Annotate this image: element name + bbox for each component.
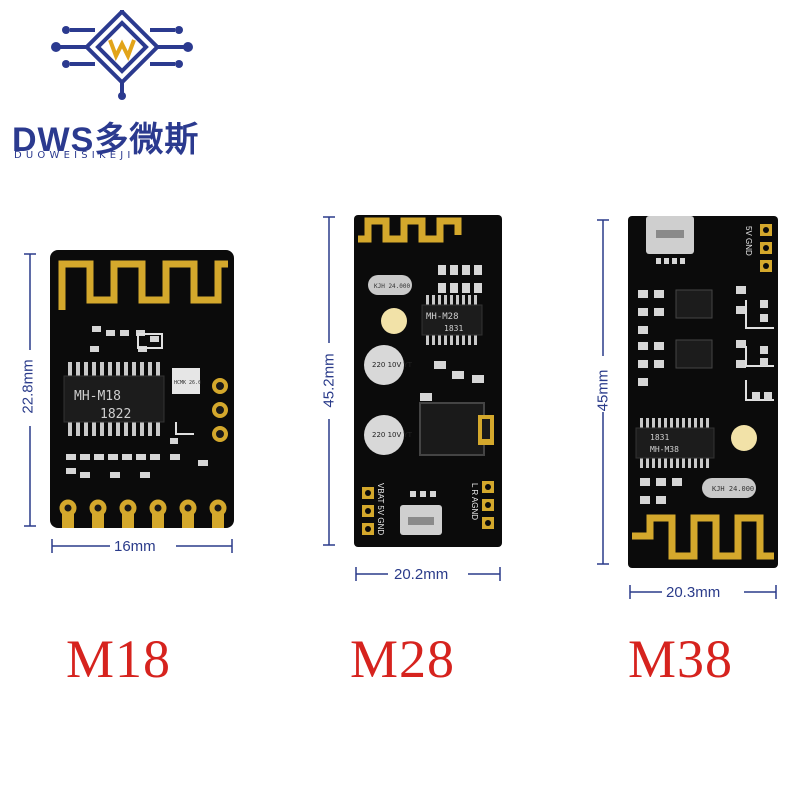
m28-width-dimension — [355, 564, 501, 584]
board-m38: 5V GND 1831 MH-M38 KJH 24.000 — [628, 216, 778, 568]
m28-pins-right: L R AGND — [470, 483, 479, 520]
m28-width-label: 20.2mm — [394, 566, 449, 583]
m18-model-label: M18 — [66, 629, 172, 689]
board-m28: KJH 24.000 MH-M28 1831 220 10V YT 220 10… — [354, 215, 502, 547]
brand-name: DWS多微斯 — [12, 121, 200, 159]
m38-chip-label: MH-M38 — [650, 445, 679, 454]
circuit-logo-icon — [51, 10, 193, 100]
m28-height-dimension — [319, 216, 339, 546]
m28-chip-label: MH-M28 — [426, 312, 459, 322]
m18-width-dimension — [51, 536, 233, 556]
m38-pins-label: 5V GND — [744, 226, 753, 256]
m18-crystal-label: HCMK 26.0 — [174, 380, 201, 386]
m38-width-dimension — [629, 582, 777, 602]
m28-model-label: M28 — [350, 629, 456, 689]
m38-height-dimension — [593, 219, 613, 565]
m18-chip-label: MH-M18 — [74, 389, 121, 404]
m28-chip-code: 1831 — [444, 324, 463, 333]
m18-height-label: 22.8mm — [19, 359, 37, 414]
m28-pins-left: VBAT 5V GND — [376, 483, 385, 535]
m38-chip-code: 1831 — [650, 433, 669, 442]
board-m18: MH-M18 1822 HCMK 26.0 — [50, 250, 234, 528]
m28-crystal-label: KJH 24.000 — [374, 283, 411, 290]
m28-cap2-label: 220 10V YT — [372, 431, 413, 439]
m18-height-dimension — [20, 253, 40, 527]
m18-width-label: 16mm — [114, 538, 156, 555]
m28-height-label: 45.2mm — [320, 353, 338, 408]
m38-height-label: 45mm — [594, 369, 612, 412]
brand-subtitle: DUOWEISIKEJI — [14, 150, 135, 161]
m28-cap1-label: 220 10V YT — [372, 361, 413, 369]
m38-width-label: 20.3mm — [666, 584, 721, 601]
m38-model-label: M38 — [628, 629, 734, 689]
m38-crystal-label: KJH 24.000 — [712, 485, 754, 493]
m18-chip-code: 1822 — [100, 407, 131, 422]
